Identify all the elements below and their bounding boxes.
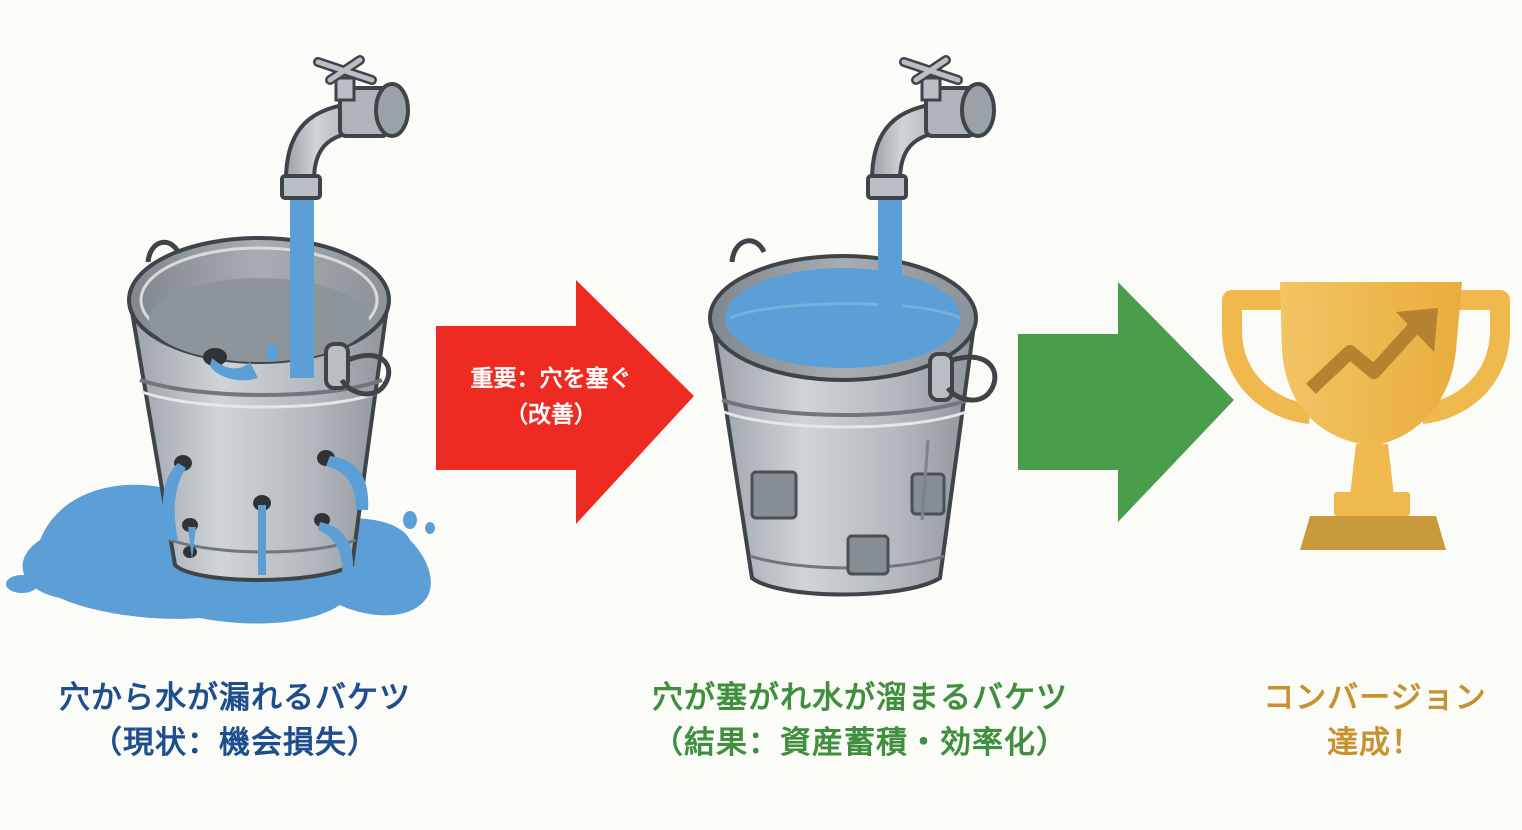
filled-caption: 穴が塞がれ水が溜まるバケツ （結果：資産蓄積・効率化） bbox=[600, 676, 1120, 766]
faucet-icon bbox=[280, 55, 410, 200]
trophy-icon bbox=[1222, 282, 1510, 550]
improve-arrow-label: 重要：穴を塞ぐ （改善） bbox=[436, 362, 666, 433]
leaky-subtitle: （現状：機会損失） bbox=[91, 724, 379, 761]
patch bbox=[846, 534, 890, 576]
filled-subtitle: （結果：資産蓄積・効率化） bbox=[652, 724, 1068, 761]
faucet-icon bbox=[866, 55, 996, 200]
leaky-caption: 穴から水が漏れるバケツ （現状：機会損失） bbox=[0, 676, 470, 766]
goal-caption: コンバージョン 達成！ bbox=[1210, 676, 1522, 766]
goal-title: コンバージョン bbox=[1263, 680, 1487, 716]
patch bbox=[910, 472, 946, 516]
red-arrow-icon bbox=[436, 280, 694, 524]
improve-arrow-line2: （改善） bbox=[505, 401, 597, 428]
green-arrow-icon bbox=[1018, 282, 1234, 522]
filled-bucket-icon bbox=[708, 196, 998, 597]
leaky-title: 穴から水が漏れるバケツ bbox=[59, 680, 411, 716]
leaky-bucket-icon bbox=[6, 198, 435, 624]
patch bbox=[750, 470, 798, 520]
improve-arrow-line1: 重要：穴を塞ぐ bbox=[470, 366, 632, 392]
goal-subtitle: 達成！ bbox=[1327, 724, 1423, 761]
filled-title: 穴が塞がれ水が溜まるバケツ bbox=[652, 680, 1068, 716]
